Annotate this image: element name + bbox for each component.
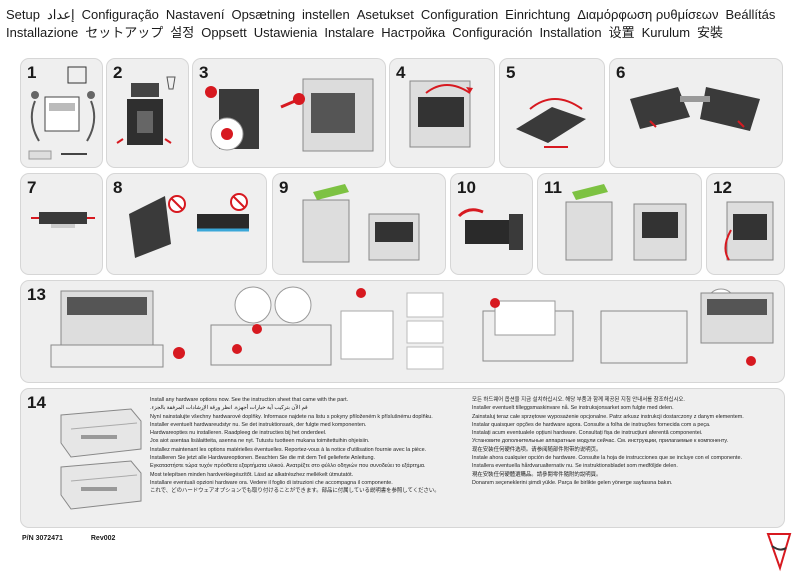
header-word: Настройка xyxy=(381,25,446,40)
instruction-text: Installez maintenant les options matérie… xyxy=(150,446,427,453)
header-word: Configuration xyxy=(420,7,499,22)
header-word: 设置 xyxy=(608,25,635,40)
step-panel-14: 14 xyxy=(20,388,785,528)
instruction-text: Donanım seçeneklerini şimdi yükle. Parça… xyxy=(472,479,673,486)
header-word: Instalare xyxy=(324,25,375,40)
header-word: إعداد xyxy=(46,7,75,22)
instruction-text: Install any hardware options now. See th… xyxy=(150,397,349,403)
instruction-text: Installer eventuelt hardwareudstyr nu. S… xyxy=(150,421,367,428)
header-line-1: Setup إعداد Configuração Nastavení Opsætning… xyxy=(6,6,804,24)
header-line-2: Installazione セットアップ 설정 Oppsett Ustawienia In… xyxy=(6,24,804,42)
instruction-text: 모든 하드웨어 옵션을 지금 설치하십시오. 해당 부품과 함께 제공된 지침 … xyxy=(472,397,685,403)
header-word: Beállítás xyxy=(725,7,776,22)
instruction-text: Εγκαταστήστε τώρα τυχόν πρόσθετα εξαρτήμ… xyxy=(150,463,426,470)
step-panel-13: 13 xyxy=(20,280,785,383)
instruction-text: Instalar quaisquer opções de hardware ag… xyxy=(472,421,711,428)
step-panel-5: 5 xyxy=(499,58,605,168)
step-number: 12 xyxy=(713,178,732,197)
step-number: 9 xyxy=(279,178,289,197)
header-word: Asetukset xyxy=(356,7,414,22)
header-word: Ustawienia xyxy=(253,25,318,40)
instruction-text: これで、どのハードウェアオプションでも取り付けることができます。部品に付属してい… xyxy=(150,488,440,495)
step-panel-11: 11 xyxy=(537,173,702,275)
part-number: P/N 3072471 xyxy=(22,535,63,542)
step-number: 2 xyxy=(113,63,123,82)
revision: Rev002 xyxy=(90,535,116,542)
step-number: 10 xyxy=(457,178,476,197)
header-word: Oppsett xyxy=(201,25,247,40)
instruction-text: 现在安装任何硬件选项。请参阅随部件附带的说明页。 xyxy=(472,446,602,453)
remove-imaging-unit-illustration xyxy=(516,98,586,148)
header-word: 설정 xyxy=(170,25,195,40)
header-word: Setup xyxy=(6,7,40,22)
instruction-text: قم الآن بتركيب أية خيارات أجهزة. انظر ور… xyxy=(150,405,308,412)
instruction-text: Installare eventuali opzioni hardware or… xyxy=(150,479,393,486)
header-word: Installazione xyxy=(6,25,79,40)
remove-cartridge-illustration xyxy=(409,80,473,148)
do-not-touch-drum-illustration xyxy=(129,193,249,258)
load-paper-tray-illustration xyxy=(50,286,774,370)
header-word: Installation xyxy=(539,25,602,40)
step-panel-8: 8 xyxy=(106,173,267,275)
instruction-text: Instale ahora cualquier opción de hardwa… xyxy=(472,455,743,462)
header-word: Configuración xyxy=(452,25,533,40)
unbox-printer-illustration xyxy=(28,66,96,160)
header-word: Kurulum xyxy=(641,25,691,40)
step-panel-6: 6 xyxy=(609,58,783,168)
instruction-text: Jos aiot asentaa lisälaitteita, asenna n… xyxy=(150,438,370,445)
instruction-text: Установите дополнительные аппаратные мод… xyxy=(472,438,729,445)
footer: P/N 3072471 Rev002 xyxy=(22,535,143,542)
header-word: Opsætning xyxy=(231,7,296,22)
step-number: 1 xyxy=(27,63,37,82)
instruction-text: 現在安裝任何硬體選購品。請參閱零件隨附的說明頁。 xyxy=(472,471,602,478)
step-panel-7: 7 xyxy=(20,173,103,275)
step-number: 4 xyxy=(396,63,406,82)
insert-toner-illustration xyxy=(565,184,687,261)
step-number: 13 xyxy=(27,285,46,304)
instruction-text: Installera eventuella hårdvarualternativ… xyxy=(472,463,678,470)
step-number: 3 xyxy=(199,63,209,82)
instruction-text: Nyní nainstalujte všechny hardwarové dop… xyxy=(150,413,433,420)
step-panel-1: 1 xyxy=(20,58,103,168)
step-panel-9: 9 xyxy=(272,173,446,275)
step-number: 11 xyxy=(544,178,562,197)
step-panel-12: 12 xyxy=(706,173,785,275)
close-front-door-illustration xyxy=(724,201,774,261)
instruction-text: Installer eventuelt tilleggsmaskinvare n… xyxy=(472,405,674,412)
step-number: 8 xyxy=(113,178,123,197)
instruction-text: Instalați acum eventualele opțiuni hardw… xyxy=(472,430,703,437)
open-front-door-illustration xyxy=(205,78,374,152)
instruction-text: Most telepítsen minden hardverkiegészítő… xyxy=(150,471,354,478)
step-number: 5 xyxy=(506,63,516,82)
insert-imaging-unit-illustration xyxy=(302,184,420,263)
shake-cartridge-illustration xyxy=(31,212,95,228)
step-number: 7 xyxy=(27,178,37,197)
header-word: Einrichtung xyxy=(505,7,571,22)
instruction-text: Zainstaluj teraz całe sprzętowe wyposaże… xyxy=(472,413,744,420)
header-word: セットアップ xyxy=(85,25,164,40)
instruction-column-right: 모든 하드웨어 옵션을 지금 설치하십시오. 해당 부품과 함께 제공된 지침 … xyxy=(472,396,797,487)
remove-packing-illustration xyxy=(116,76,176,145)
step-number: 6 xyxy=(616,63,626,82)
header-languages: Setup إعداد Configuração Nastavení Opsætning… xyxy=(6,6,804,42)
instruction-text: Hardwareopties nu installeren. Raadpleeg… xyxy=(150,430,327,437)
instruction-text: Installieren Sie jetzt alle Hardwareopti… xyxy=(150,455,375,462)
step-panel-2: 2 xyxy=(106,58,189,168)
remove-packing-material-illustration xyxy=(630,87,760,131)
step-panel-4: 4 xyxy=(389,58,495,168)
instruction-column-left: Install any hardware options now. See th… xyxy=(150,396,465,496)
step-panel-10: 10 xyxy=(450,173,533,275)
header-word: Nastavení xyxy=(165,7,225,22)
hardware-options-tray-illustration xyxy=(60,408,142,510)
header-word: Διαμόρφωση ρυθμίσεων xyxy=(577,7,719,22)
shake-toner-illustration xyxy=(457,208,523,250)
header-word: 安裝 xyxy=(697,25,724,40)
step-number: 14 xyxy=(27,393,46,412)
header-word: instellen xyxy=(302,7,350,22)
step-panel-3: 3 xyxy=(192,58,386,168)
brand-logo-icon xyxy=(766,533,792,572)
header-word: Configuração xyxy=(81,7,159,22)
